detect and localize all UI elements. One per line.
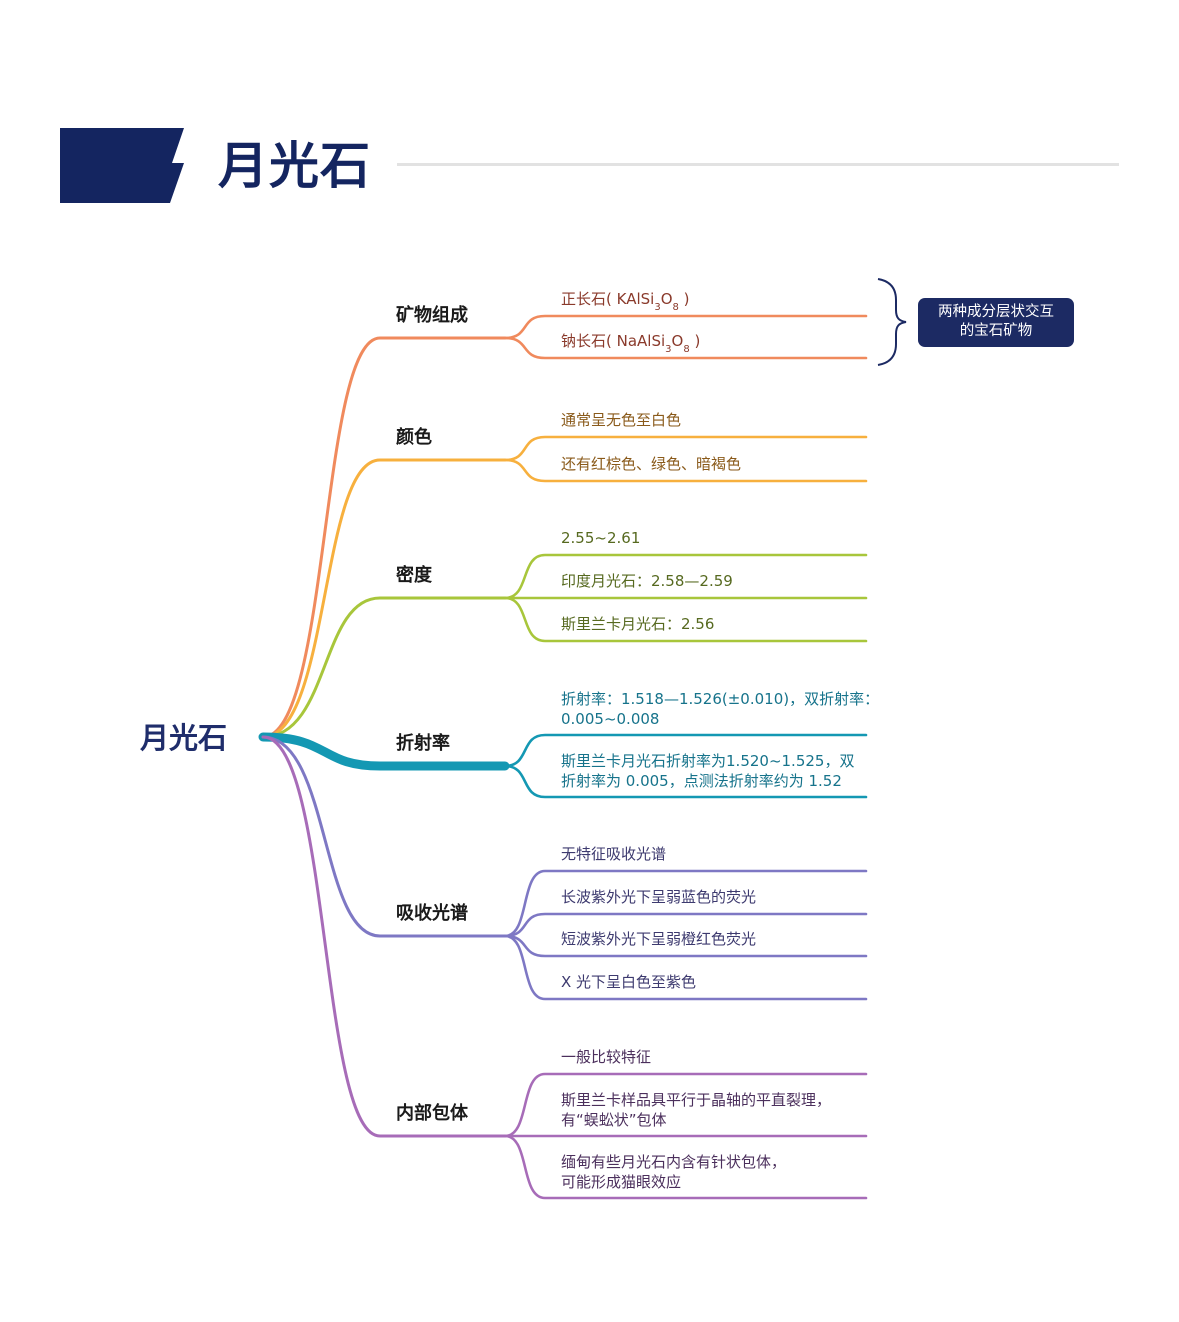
leaf-text: 斯里兰卡月光石：2.56 <box>561 615 714 633</box>
leaf-text-segment: 有“蜈蚣状”包体 <box>561 1111 667 1129</box>
leaf-connector <box>503 934 868 1001</box>
leaf-text: 钠长石( NaAlSi3O8 ) <box>561 332 700 355</box>
leaf-text-segment: X 光下呈白色至紫色 <box>561 973 696 991</box>
leaf-connector <box>503 336 868 360</box>
leaf-text: 缅甸有些月光石内含有针状包体， 可能形成猫眼效应 <box>561 1153 786 1191</box>
branch-label: 密度 <box>396 564 433 586</box>
leaf-text: 无特征吸收光谱 <box>561 845 666 863</box>
leaf-text-segment: 斯里兰卡月光石折射率为1.520~1.525，双 <box>561 752 854 770</box>
leaf-connector <box>503 912 868 938</box>
leaf-text: 印度月光石：2.58—2.59 <box>561 572 733 590</box>
leaf-text-segment: 无特征吸收光谱 <box>561 845 666 863</box>
mindmap-root: 月光石 <box>139 721 227 755</box>
leaf-text-segment: O <box>661 290 673 308</box>
leaf-text-segment: 8 <box>673 302 679 313</box>
leaf-connector <box>503 458 868 483</box>
leaf-text-segment: 0.005~0.008 <box>561 710 659 728</box>
curly-bracket <box>877 278 907 366</box>
edge-root-to-折射率 <box>258 732 510 771</box>
leaf-text-segment: 3 <box>665 344 671 355</box>
leaf-text-segment: 折射率：1.518—1.526(±0.010)，双折射率： <box>561 690 879 708</box>
edge-root-to-颜色 <box>261 458 507 739</box>
leaf-text: X 光下呈白色至紫色 <box>561 973 696 991</box>
header-divider <box>397 163 1119 166</box>
leaf-connector <box>503 764 868 799</box>
leaf-text-segment: 长波紫外光下呈弱蓝色的荧光 <box>561 888 756 906</box>
leaf-connector <box>503 553 868 600</box>
page-title: 月光石 <box>218 137 371 195</box>
note-box: 两种成分层状交互 的宝石矿物 <box>918 298 1074 347</box>
leaf-text-segment: 短波紫外光下呈弱橙红色荧光 <box>561 930 756 948</box>
leaf-text-segment: 一般比较特征 <box>561 1048 651 1066</box>
leaf-text-segment: O <box>672 332 684 350</box>
leaf-connector <box>503 1072 868 1138</box>
branch-label: 颜色 <box>396 426 432 448</box>
leaf-text-segment: 2.55~2.61 <box>561 529 640 547</box>
leaf-text-segment: 还有红棕色、绿色、暗褐色 <box>561 455 741 473</box>
leaf-text-segment: ) <box>690 332 701 350</box>
leaf-text: 斯里兰卡月光石折射率为1.520~1.525，双折射率为 0.005，点测法折射… <box>561 752 854 790</box>
leaf-text-segment: 折射率为 0.005，点测法折射率约为 1.52 <box>561 772 842 790</box>
edge-root-to-吸收光谱 <box>261 735 507 938</box>
leaf-text-segment: 斯里兰卡样品具平行于晶轴的平直裂理， <box>561 1091 831 1109</box>
leaf-connector <box>503 435 868 462</box>
note-line-1: 两种成分层状交互 <box>938 304 1054 320</box>
leaf-text: 长波紫外光下呈弱蓝色的荧光 <box>561 888 756 906</box>
leaf-text-segment: 斯里兰卡月光石：2.56 <box>561 615 714 633</box>
leaf-text-segment: 缅甸有些月光石内含有针状包体， <box>561 1153 786 1171</box>
leaf-text: 2.55~2.61 <box>561 529 640 547</box>
leaf-connector <box>503 1134 868 1200</box>
branch-label: 内部包体 <box>396 1102 469 1124</box>
leaf-connector <box>503 314 868 340</box>
leaf-text: 通常呈无色至白色 <box>561 411 681 429</box>
leaf-text-segment: 3 <box>654 302 660 313</box>
leaf-text: 斯里兰卡样品具平行于晶轴的平直裂理， 有“蜈蚣状”包体 <box>561 1091 831 1129</box>
leaf-text: 正长石( KAlSi3O8 ) <box>561 290 690 313</box>
leaf-text: 折射率：1.518—1.526(±0.010)，双折射率： 0.005~0.008 <box>561 690 879 728</box>
leaf-text-segment: 印度月光石：2.58—2.59 <box>561 572 733 590</box>
leaf-text-segment: ) <box>679 290 690 308</box>
header-slanted-block <box>60 128 184 203</box>
leaf-text-segment: 通常呈无色至白色 <box>561 411 681 429</box>
leaf-text-segment: 8 <box>683 344 689 355</box>
leaf-connector <box>503 869 868 938</box>
leaf-text: 一般比较特征 <box>561 1048 651 1066</box>
edge-root-to-矿物组成 <box>261 336 507 739</box>
leaf-connector <box>503 733 868 768</box>
leaf-connector <box>503 596 868 643</box>
leaf-text-segment: 可能形成猫眼效应 <box>561 1173 681 1191</box>
branch-label: 矿物组成 <box>396 304 468 326</box>
leaf-text: 还有红棕色、绿色、暗褐色 <box>561 455 741 473</box>
leaf-text-segment: 钠长石( NaAlSi <box>561 332 665 350</box>
branch-label: 吸收光谱 <box>396 902 468 924</box>
branch-label: 折射率 <box>396 732 450 754</box>
leaf-text-segment: 正长石( KAlSi <box>561 290 654 308</box>
note-line-2: 的宝石矿物 <box>959 323 1033 339</box>
edge-root-to-密度 <box>261 596 507 739</box>
edge-root-to-内部包体 <box>261 735 507 1138</box>
leaf-text: 短波紫外光下呈弱橙红色荧光 <box>561 930 756 948</box>
